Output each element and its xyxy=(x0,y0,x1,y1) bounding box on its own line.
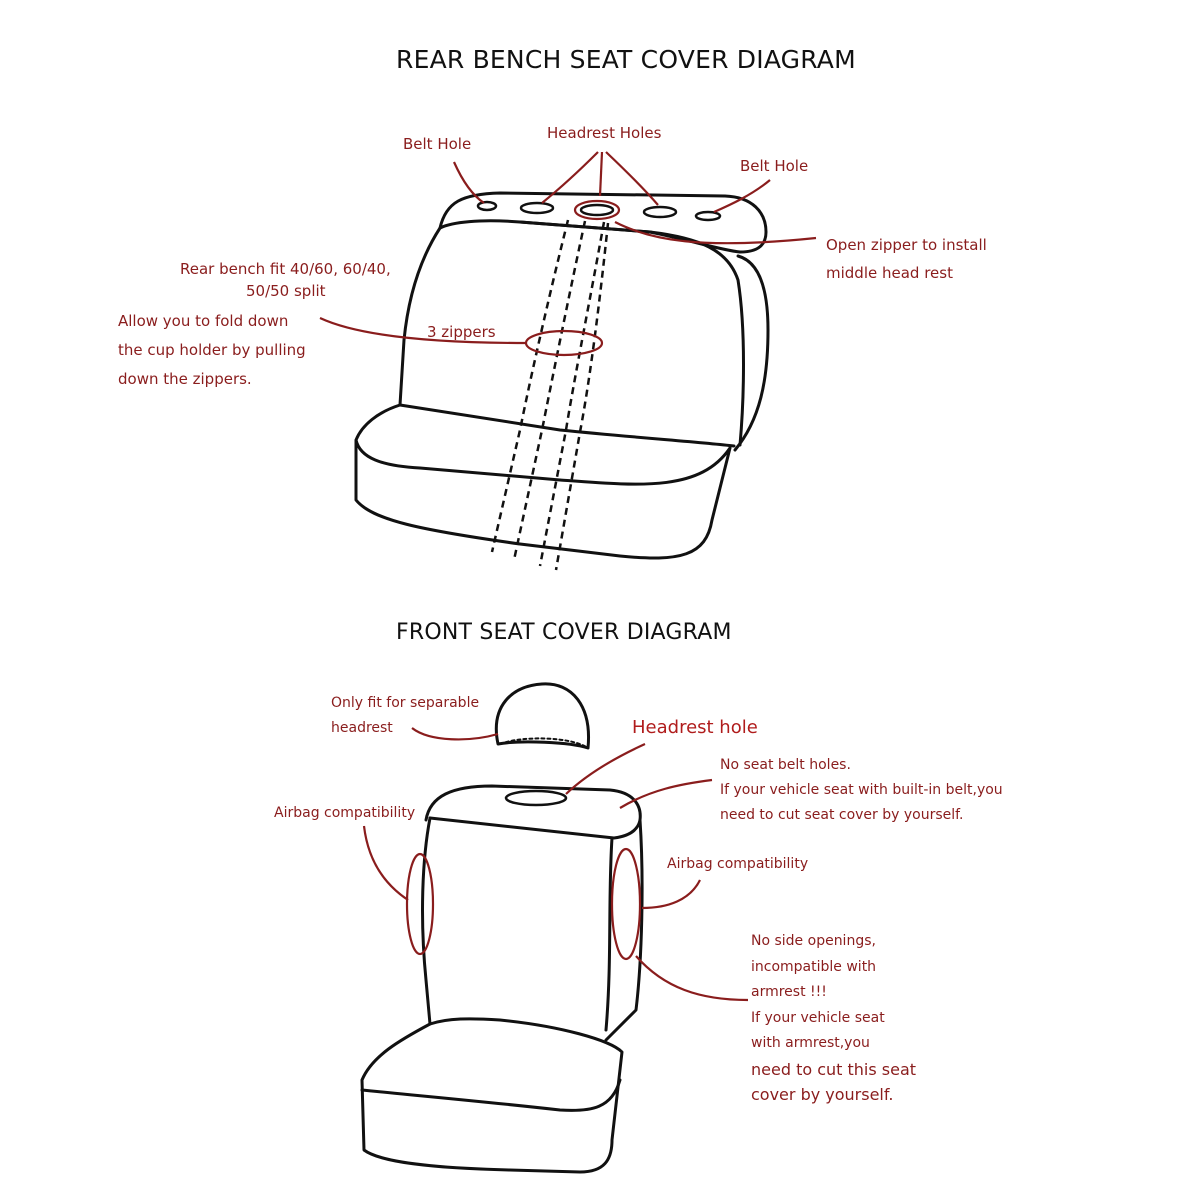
rear-belt-hole-right xyxy=(694,210,722,222)
headrest-pointer-1 xyxy=(541,151,599,204)
cup-holder-zipper-circle xyxy=(524,329,604,357)
separable-headrest-line-1: Only fit for separable xyxy=(331,695,480,711)
front-seat-cushion xyxy=(360,1017,624,1174)
rear-zipper-lines xyxy=(490,219,610,571)
open-zipper-line-1: Open zipper to install xyxy=(826,236,987,254)
headrest-holes-label: Headrest Holes xyxy=(547,124,662,142)
fold-down-label: Allow you to fold down the cup holder by… xyxy=(118,307,306,394)
no-side-openings-line-5: with armrest,you xyxy=(751,1035,870,1051)
front-annotation-lines xyxy=(362,727,749,1002)
rear-backrest-side xyxy=(733,254,770,452)
separable-headrest-line-2: headrest xyxy=(331,720,393,736)
no-side-openings-line-3: armrest !!! xyxy=(751,984,827,1000)
front-diagram-title: FRONT SEAT COVER DIAGRAM xyxy=(396,620,732,645)
front-backrest-side xyxy=(604,818,644,1042)
no-belt-holes-line-3: need to cut seat cover by yourself. xyxy=(720,807,964,823)
no-belt-holes-label: No seat belt holes. If your vehicle seat… xyxy=(720,753,1003,828)
airbag-left-pointer xyxy=(362,825,409,901)
airbag-right-label: Airbag compatibility xyxy=(667,856,809,872)
middle-headrest-zipper-circle xyxy=(573,199,621,221)
open-zipper-pointer xyxy=(614,221,817,245)
split-fit-line-1: Rear bench fit 40/60, 60/40, xyxy=(180,260,391,278)
airbag-left-circle xyxy=(405,852,435,956)
rear-backrest-front xyxy=(398,220,745,447)
headrest-hole-pointer xyxy=(565,742,646,795)
no-belt-holes-line-2: If your vehicle seat with built-in belt,… xyxy=(720,782,1003,798)
zippers-label: 3 zippers xyxy=(427,323,496,341)
belt-hole-right-label: Belt Hole xyxy=(740,157,809,175)
headrest-hole-label: Headrest hole xyxy=(632,717,758,738)
headrest-pointer-3 xyxy=(605,151,659,206)
rear-headrest-hole-2 xyxy=(579,203,615,217)
rear-seat-cushion-edge xyxy=(398,403,736,448)
front-backrest-front xyxy=(421,816,614,1032)
airbag-right-circle xyxy=(610,847,642,961)
no-side-openings-line-7: cover by yourself. xyxy=(751,1085,894,1104)
front-headrest-opening xyxy=(499,737,589,749)
fold-down-pointer xyxy=(319,317,527,345)
zipper-line-1 xyxy=(490,219,570,553)
separable-headrest-label: Only fit for separable headrest xyxy=(331,691,479,741)
no-belt-holes-line-1: No seat belt holes. xyxy=(720,757,851,773)
airbag-right-pointer xyxy=(641,879,701,910)
no-side-openings-line-2: incompatible with xyxy=(751,958,877,975)
no-side-openings-label: No side openings, incompatible with armr… xyxy=(751,929,916,1108)
separable-headrest-pointer xyxy=(411,727,499,741)
rear-seat-cushion xyxy=(354,403,732,560)
airbag-left-label: Airbag compatibility xyxy=(274,805,416,821)
rear-bench-seat-drawing xyxy=(354,191,770,560)
front-backrest-top xyxy=(424,784,642,840)
rear-headrest-hole-1 xyxy=(519,201,555,215)
no-side-openings-line-6: need to cut this seat xyxy=(751,1059,917,1079)
rear-backrest-top xyxy=(438,191,768,254)
split-fit-label: Rear bench fit 40/60, 60/40, 50/50 split xyxy=(180,258,391,302)
belt-hole-right-pointer xyxy=(713,179,771,214)
front-headrest-cover xyxy=(494,682,591,750)
no-side-openings-line-4: If your vehicle seat xyxy=(751,1009,885,1026)
rear-headrest-hole-3 xyxy=(642,205,678,219)
rear-belt-hole-left xyxy=(476,200,498,212)
belt-hole-left-pointer xyxy=(452,161,485,204)
belt-hole-left-label: Belt Hole xyxy=(403,135,472,153)
split-fit-line-2: 50/50 split xyxy=(246,282,326,300)
front-seat-cushion-edge xyxy=(360,1078,622,1112)
fold-down-line-3: down the zippers. xyxy=(118,370,252,388)
rear-diagram-title: REAR BENCH SEAT COVER DIAGRAM xyxy=(396,45,856,74)
rear-annotation-lines xyxy=(319,151,817,357)
zipper-line-4 xyxy=(554,222,610,571)
no-belt-holes-pointer xyxy=(619,778,713,809)
open-zipper-label: Open zipper to install middle head rest xyxy=(826,231,987,287)
fold-down-line-2: the cup holder by pulling xyxy=(118,341,306,359)
open-zipper-line-2: middle head rest xyxy=(826,264,953,282)
side-openings-pointer xyxy=(635,955,749,1002)
zipper-line-3 xyxy=(538,221,606,567)
fold-down-line-1: Allow you to fold down xyxy=(118,312,289,330)
zipper-line-2 xyxy=(512,220,587,561)
front-headrest-hole xyxy=(504,789,568,807)
headrest-pointer-2 xyxy=(598,151,604,197)
no-side-openings-line-1: No side openings, xyxy=(751,933,876,949)
front-seat-drawing xyxy=(360,682,644,1174)
